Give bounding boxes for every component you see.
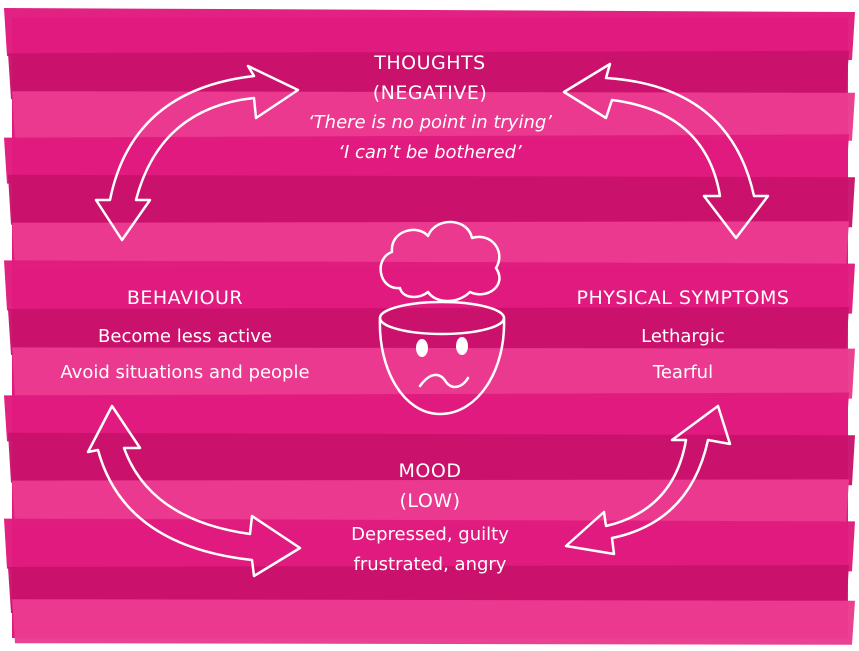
face-rim-icon [378, 300, 506, 336]
left-eye-icon [416, 339, 428, 357]
behaviour-line-1: Become less active [98, 326, 272, 347]
marker-stripe [4, 260, 855, 314]
marker-stripe [4, 134, 849, 184]
thoughts-subheading: (NEGATIVE) [372, 82, 488, 104]
marker-stripe [8, 50, 849, 100]
mood-line-1: Depressed, guilty [351, 524, 509, 545]
marker-stripe [12, 479, 849, 527]
thoughts-quote-2: ‘I can’t be bothered’ [338, 142, 522, 163]
physical-symptoms-block: PHYSICAL SYMPTOMS Lethargic Tearful [556, 283, 810, 391]
mood-subheading: (LOW) [399, 490, 461, 512]
marker-stripe [4, 392, 849, 442]
mood-line-2: frustrated, angry [353, 554, 507, 575]
thoughts-quote-1: ‘There is no point in trying’ [307, 112, 553, 133]
behaviour-heading: BEHAVIOUR [126, 287, 244, 309]
wavy-mouth-icon [418, 373, 470, 389]
behaviour-line-2: Avoid situations and people [60, 362, 310, 383]
thought-cloud-icon [379, 220, 501, 303]
marker-stripe [12, 221, 849, 269]
marker-stripe [12, 347, 855, 399]
right-eye-icon [456, 337, 468, 355]
marker-stripe [8, 307, 849, 355]
arrow-physical-mood-icon [564, 404, 732, 556]
worried-face-with-thought-cloud-icon [378, 220, 506, 416]
thoughts-heading: THOUGHTS [374, 52, 486, 74]
marker-stripe [4, 518, 855, 572]
physical-symptoms-line-1: Lethargic [641, 326, 725, 347]
marker-stripe [8, 174, 855, 228]
thoughts-block: THOUGHTS (NEGATIVE) ‘There is no point i… [280, 48, 580, 168]
arrow-behaviour-mood-icon [86, 404, 302, 578]
mood-heading: MOOD [398, 460, 462, 482]
marker-stripes [4, 8, 855, 645]
mood-block: MOOD (LOW) Depressed, guilty frustrated,… [320, 456, 540, 580]
marker-stripe [12, 599, 855, 645]
face-head-icon [378, 316, 506, 416]
arrow-thoughts-behaviour-icon [94, 64, 300, 242]
arrow-thoughts-physical-icon [562, 62, 770, 240]
marker-stripe [8, 432, 855, 486]
marker-stripe [4, 8, 855, 60]
behaviour-block: BEHAVIOUR Become less active Avoid situa… [20, 283, 350, 391]
physical-symptoms-heading: PHYSICAL SYMPTOMS [576, 287, 790, 309]
physical-symptoms-line-2: Tearful [652, 362, 714, 383]
